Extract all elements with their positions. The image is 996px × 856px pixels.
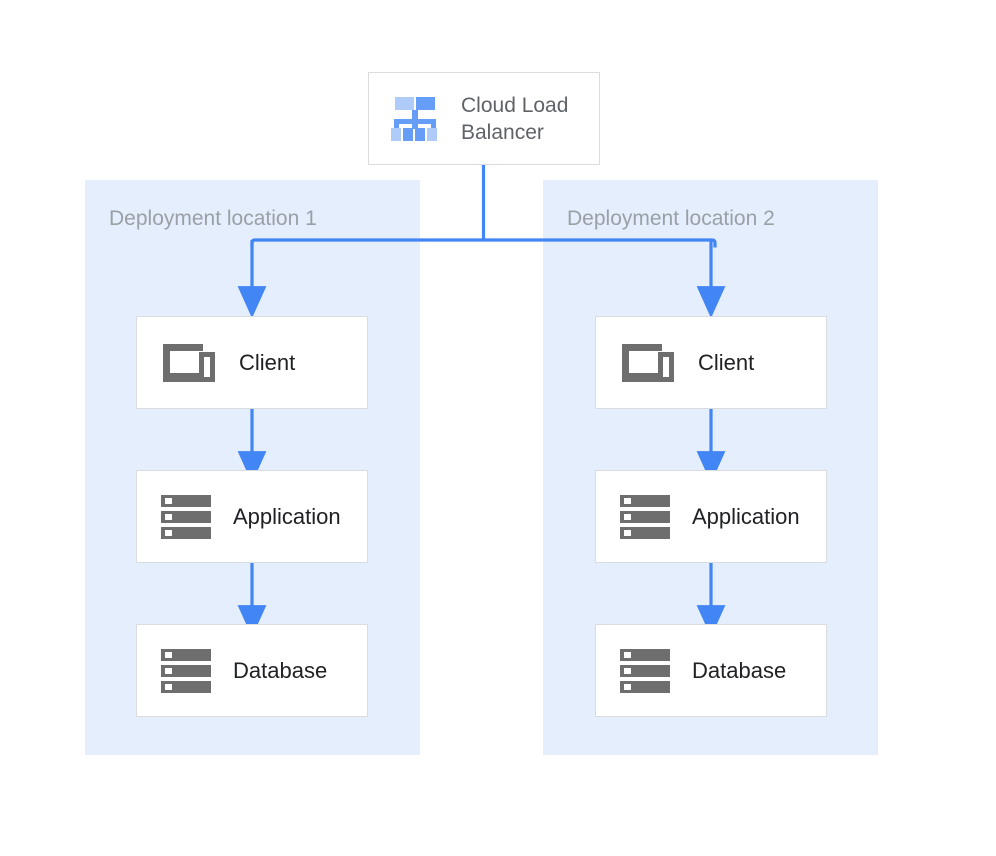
node-database-2-label: Database bbox=[692, 657, 787, 683]
node-application-1-label: Application bbox=[233, 503, 341, 529]
node-client-2[interactable]: Client bbox=[595, 316, 827, 409]
node-application-2-label: Application bbox=[692, 503, 800, 529]
deployment-zone-2-label: Deployment location 2 bbox=[567, 207, 775, 230]
deployment-zone-1-label: Deployment location 1 bbox=[109, 207, 317, 230]
server-rack-icon bbox=[618, 493, 672, 541]
node-database-1-label: Database bbox=[233, 657, 328, 683]
load-balancer-icon bbox=[389, 93, 441, 145]
devices-icon bbox=[618, 340, 678, 386]
server-rack-icon bbox=[159, 647, 213, 695]
node-application-2[interactable]: Application bbox=[595, 470, 827, 563]
node-client-1[interactable]: Client bbox=[136, 316, 368, 409]
node-database-2[interactable]: Database bbox=[595, 624, 827, 717]
node-database-1[interactable]: Database bbox=[136, 624, 368, 717]
devices-icon bbox=[159, 340, 219, 386]
node-application-1[interactable]: Application bbox=[136, 470, 368, 563]
node-client-2-label: Client bbox=[698, 349, 755, 375]
server-rack-icon bbox=[159, 493, 213, 541]
node-client-1-label: Client bbox=[239, 349, 296, 375]
node-cloud-load-balancer[interactable]: Cloud Load Balancer bbox=[368, 72, 600, 165]
node-cloud-load-balancer-label: Cloud Load Balancer bbox=[461, 93, 569, 144]
server-rack-icon bbox=[618, 647, 672, 695]
